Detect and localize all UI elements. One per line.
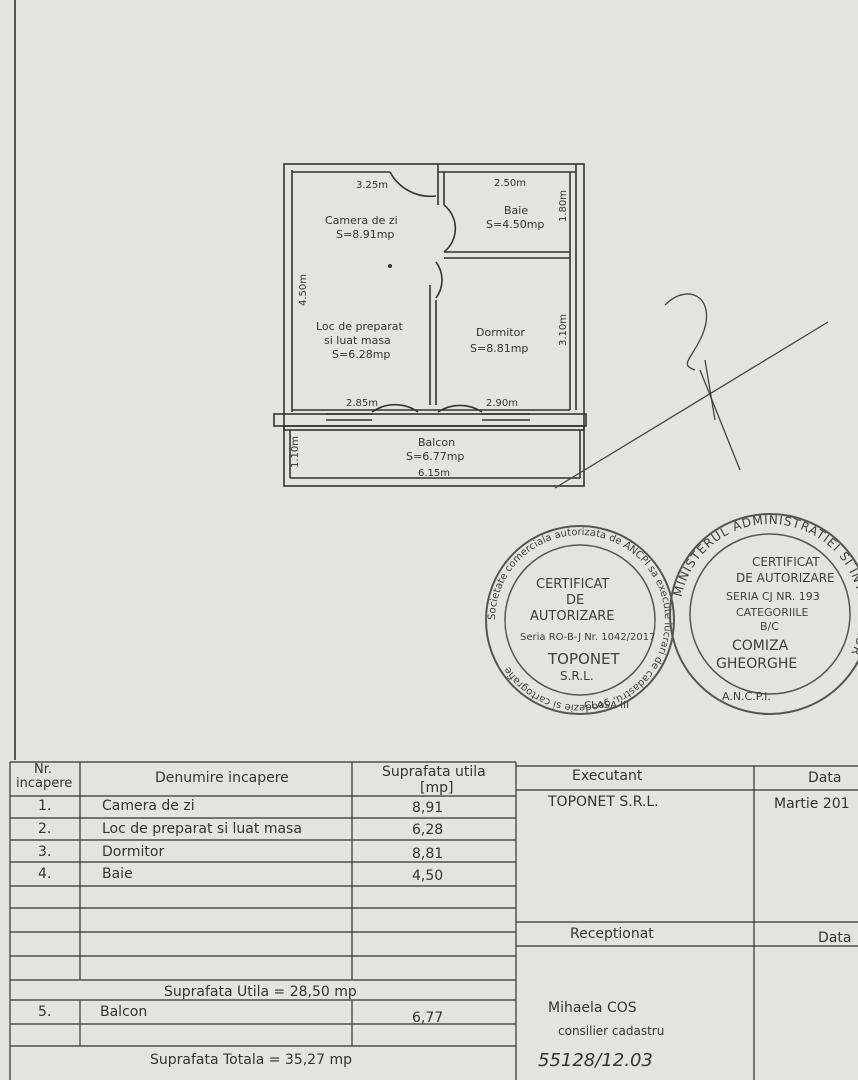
receptionat-header: Receptionat [570, 926, 654, 942]
loc-label-1: Loc de preparat [316, 320, 403, 333]
stamp-toponet: Societate comerciala autorizata de ANCPI… [485, 525, 675, 715]
dormitor-area: S=8.81mp [470, 342, 528, 355]
dim-325: 3.25m [356, 180, 388, 191]
balcon-area: S=6.77mp [406, 450, 464, 463]
balcony-outline [273, 413, 587, 427]
data-header: Data [808, 770, 842, 786]
baie-area: S=4.50mp [486, 218, 544, 231]
stamp-minister: MINISTERUL ADMINISTRATIEI SI INTERNELOR … [669, 513, 858, 715]
row-2-nr: 2. [38, 821, 52, 837]
row-1-name: Camera de zi [102, 798, 195, 814]
row-3-nr: 3. [38, 844, 52, 860]
stamp2-line1: CERTIFICAT [752, 555, 820, 569]
total-suprafata: Suprafata Totala = 35,27 mp [150, 1052, 352, 1068]
header-suprafata-line2: [mp] [420, 780, 454, 796]
table-grid [9, 761, 858, 1080]
stamp1-line4: Seria RO-B-J Nr. 1042/2017 [520, 632, 656, 643]
dim-290: 2.90m [486, 398, 518, 409]
door-baie [443, 204, 457, 253]
executant-header: Executant [572, 768, 643, 784]
dim-310: 3.10m [558, 314, 569, 346]
stamp2-line4: CATEGORIILE [736, 606, 808, 619]
row-1-nr: 1. [38, 798, 52, 814]
door-balcony-left [371, 403, 419, 413]
door-balcony-right [437, 404, 483, 413]
executant-value: TOPONET S.R.L. [548, 794, 659, 810]
balcon-label: Balcon [418, 436, 455, 449]
receptionat-number: 55128/12.03 [538, 1050, 653, 1071]
dim-285: 2.85m [346, 398, 378, 409]
total-utila: Suprafata Utila = 28,50 mp [164, 984, 357, 1000]
loc-area: S=6.28mp [332, 348, 390, 361]
camera-label: Camera de zi [325, 214, 398, 227]
balcon-name: Balcon [100, 1004, 148, 1020]
door-top [389, 171, 437, 198]
signature-mark [554, 293, 829, 489]
header-nr-line1: Nr. [34, 762, 53, 777]
stamp1-line6: S.R.L. [560, 669, 594, 683]
balcon-area: 6,77 [412, 1010, 444, 1026]
stamp2-line6: COMIZA [732, 638, 789, 654]
data-value: Martie 201 [774, 796, 850, 812]
receptionat-name: Mihaela COS [548, 1000, 637, 1016]
data2-header: Data [818, 930, 852, 946]
row-2-area: 6,28 [412, 822, 444, 838]
dim-615: 6.15m [418, 468, 450, 479]
wall-outer [283, 163, 585, 431]
row-1-area: 8,91 [412, 800, 444, 816]
stamp2-line2: DE AUTORIZARE [736, 571, 835, 585]
baie-label: Baie [504, 204, 528, 217]
header-suprafata-line1: Suprafata utila [382, 764, 486, 780]
dim-110: 1.10m [290, 436, 301, 468]
stamp2-line7: GHEORGHE [716, 656, 797, 672]
stamp2-line5: B/C [760, 620, 779, 633]
page-margin-line [14, 0, 16, 760]
stamp2-line3: SERIA CJ NR. 193 [726, 590, 820, 603]
row-3-name: Dormitor [102, 844, 165, 860]
stamp2-bottom: A.N.C.P.I. [722, 690, 771, 703]
dim-450: 4.50m [298, 274, 309, 306]
loc-label-2: si luat masa [324, 334, 391, 347]
dim-250: 2.50m [494, 178, 526, 189]
header-nr-line2: incapere [16, 776, 73, 791]
dim-180: 1.80m [558, 190, 569, 222]
row-2-name: Loc de preparat si luat masa [102, 821, 302, 837]
stamp1-line7: CLASA III [584, 700, 629, 711]
stamp1-line1: CERTIFICAT [536, 577, 609, 592]
row-4-name: Baie [102, 866, 133, 882]
camera-area: S=8.91mp [336, 228, 394, 241]
stamp1-line2: DE [566, 593, 584, 608]
balcon-nr: 5. [38, 1004, 52, 1020]
stamp1-line3: AUTORIZARE [530, 609, 615, 624]
row-4-area: 4,50 [412, 868, 444, 884]
plan-dot [388, 264, 392, 268]
dormitor-label: Dormitor [476, 326, 525, 339]
header-denumire: Denumire incapere [155, 770, 289, 786]
row-4-nr: 4. [38, 866, 52, 882]
door-dormitor [435, 261, 443, 299]
floor-plan-walls [273, 163, 587, 487]
row-3-area: 8,81 [412, 846, 444, 862]
stamp1-line5: TOPONET [547, 650, 621, 668]
receptionat-role: consilier cadastru [558, 1024, 665, 1038]
